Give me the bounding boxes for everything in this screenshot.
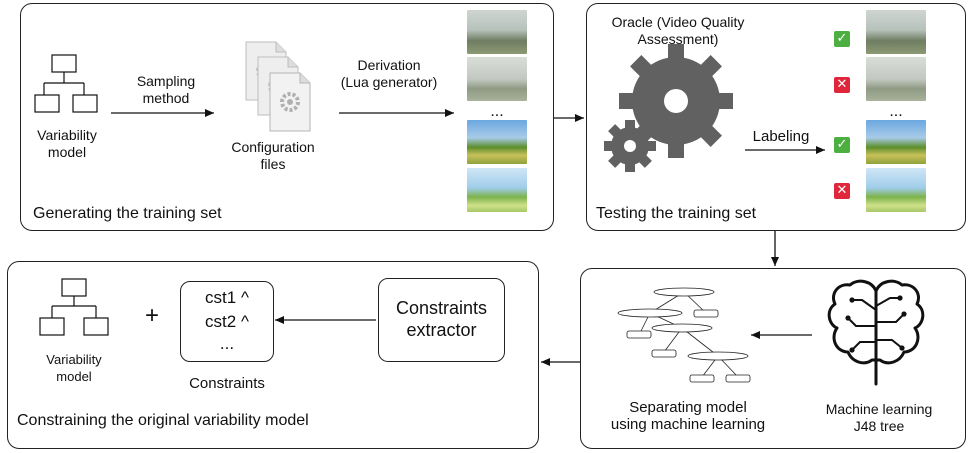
constraints-box: cst1 ^ cst2 ^ ...	[180, 281, 274, 362]
plus-sign: +	[144, 302, 159, 329]
separating-model-label: Separating model using machine learning	[600, 399, 776, 433]
labeling-label: Labeling	[752, 128, 810, 145]
label-line: using machine learning	[610, 416, 766, 433]
check-icon: ✓	[834, 137, 850, 153]
label-line: extractor	[406, 320, 477, 340]
label-line: Separating model	[629, 399, 747, 416]
decision-tree-icon	[617, 287, 751, 383]
labeled-video-thumbnail	[866, 10, 926, 54]
constraint-line: cst1 ^	[205, 288, 249, 307]
panel-title-generating: Generating the training set	[33, 205, 222, 222]
label-line: Constraints	[395, 298, 488, 318]
flow-arrows	[111, 109, 825, 366]
label-line: Derivation	[357, 57, 421, 73]
video-thumbnail	[467, 10, 527, 54]
video-thumbnail	[467, 120, 527, 164]
cross-icon: ✕	[834, 183, 850, 199]
configuration-files-label: Configuration files	[228, 139, 318, 173]
panel-title-testing: Testing the training set	[596, 205, 757, 222]
video-thumbnail	[467, 57, 527, 101]
labels-ellipsis: ...	[889, 103, 903, 120]
cross-icon: ✕	[834, 77, 850, 93]
label-line: Configuration	[231, 139, 315, 155]
label-line: method	[142, 90, 190, 106]
label-line: model	[47, 144, 87, 160]
gears-icon	[604, 44, 733, 172]
variability-model-icon	[34, 54, 98, 113]
variability-model-label: Variability model	[33, 127, 101, 161]
label-line: Variability	[37, 127, 97, 143]
video-thumbnail	[467, 168, 527, 212]
constraints-extractor-box: Constraints extractor	[378, 278, 505, 362]
labeled-video-thumbnail	[866, 120, 926, 164]
derivation-label: Derivation (Lua generator)	[324, 57, 454, 91]
constraint-line: cst2 ^	[205, 312, 249, 331]
brain-circuit-icon	[827, 279, 925, 386]
videos-ellipsis: ...	[490, 103, 504, 120]
config-files-icon	[245, 41, 311, 132]
panel-title-constraining: Constraining the original variability mo…	[17, 412, 309, 429]
label-line: J48 tree	[853, 418, 905, 434]
label-line: Machine learning	[825, 401, 933, 417]
label-line: model	[56, 369, 92, 384]
label-line: files	[260, 156, 286, 172]
oracle-label: Oracle (Video Quality Assessment)	[593, 14, 763, 48]
labeled-video-thumbnail	[866, 168, 926, 212]
label-line: (Lua generator)	[340, 74, 438, 90]
constraint-line: ...	[219, 334, 235, 353]
variability-model-label: Variability model	[40, 351, 108, 385]
label-line: Variability	[46, 352, 102, 367]
label-line: Assessment)	[637, 31, 719, 47]
sampling-method-label: Sampling method	[128, 73, 204, 107]
label-line: Sampling	[136, 73, 196, 89]
variability-model-icon	[39, 278, 109, 336]
extractor-label: Constraints extractor	[379, 297, 504, 341]
machine-learning-label: Machine learning J48 tree	[806, 401, 952, 435]
check-icon: ✓	[834, 31, 850, 47]
constraints-label: Constraints	[189, 375, 265, 392]
labeled-video-thumbnail	[866, 57, 926, 101]
label-line: Oracle (Video Quality	[611, 14, 745, 30]
